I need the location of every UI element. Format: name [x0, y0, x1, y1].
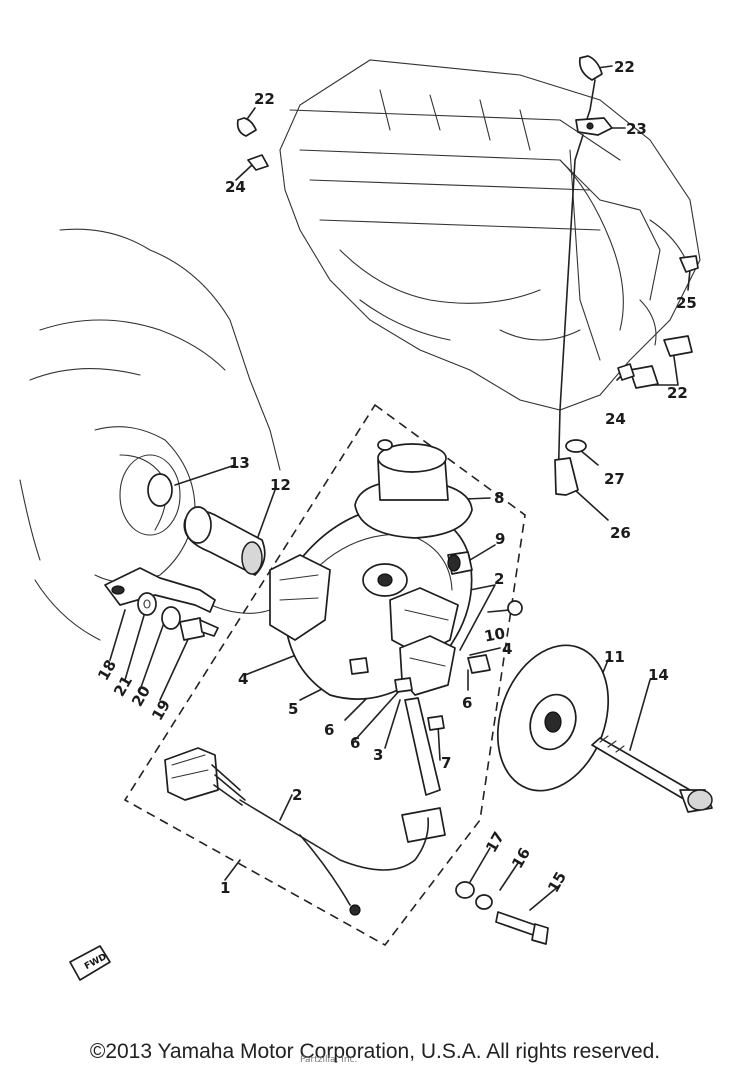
callout-13: 13 [229, 454, 250, 472]
callout-24: 24 [225, 178, 246, 196]
callout-12: 12 [270, 476, 291, 494]
callout-19: 19 [148, 697, 174, 724]
callout-14: 14 [648, 666, 669, 684]
callout-17: 17 [482, 829, 508, 856]
callout-24: 24 [605, 410, 626, 428]
governor-8 [354, 439, 473, 539]
shaft-collar-12 [183, 506, 266, 576]
fwd-arrow-badge: FWD [69, 945, 111, 981]
callout-8: 8 [494, 489, 504, 507]
bracket-26 [554, 457, 579, 496]
bolt-14 [591, 735, 713, 813]
callout-23: 23 [626, 120, 647, 138]
callout-6: 6 [462, 694, 472, 712]
cam-13 [147, 473, 173, 507]
washer-17 [455, 881, 475, 899]
callout-2: 2 [292, 786, 302, 804]
callout-7: 7 [441, 754, 451, 772]
clamp-24-left [247, 154, 269, 171]
callout-4: 4 [238, 670, 248, 688]
engine-block-outline [279, 59, 701, 411]
clamp-23 [575, 117, 613, 136]
assembly-boundary [123, 403, 526, 947]
screws-4-6 [349, 654, 491, 731]
clamp-22-left [236, 117, 257, 137]
bracket-18 [104, 567, 216, 613]
pulser-coil-left [269, 554, 331, 641]
callout-22: 22 [254, 90, 275, 108]
callout-6: 6 [324, 721, 334, 739]
callout-2: 2 [494, 570, 504, 588]
washer-16 [475, 894, 493, 910]
callout-11: 11 [604, 648, 625, 666]
callout-26: 26 [610, 524, 631, 542]
callout-9: 9 [495, 530, 505, 548]
clamp-24-right [617, 363, 635, 381]
clamp-22-top [578, 55, 603, 81]
washer-21 [137, 592, 157, 616]
callout-10: 10 [483, 624, 507, 645]
callout-22: 22 [614, 58, 635, 76]
watermark-text: Partzilla, Inc. [300, 1055, 358, 1065]
screw-10 [507, 600, 523, 616]
callout-27: 27 [604, 470, 625, 488]
copyright-notice: ©2013 Yamaha Motor Corporation, U.S.A. A… [89, 1040, 661, 1063]
callout-3: 3 [373, 746, 383, 764]
callout-25: 25 [676, 294, 697, 312]
wire-harness [164, 747, 430, 916]
callout-5: 5 [288, 700, 298, 718]
bolt-15 [495, 911, 549, 945]
exploded-parts-diagram: FWD 22 23 22 24 25 24 22 27 26 13 12 8 9… [19, 55, 713, 981]
clamp-25 [679, 255, 699, 273]
rotor-11 [496, 644, 610, 792]
lead-wire-3 [401, 697, 446, 843]
clamp-22-right [629, 335, 693, 389]
washer-20 [161, 606, 181, 630]
washer-27 [565, 439, 587, 453]
callout-4: 4 [502, 640, 512, 658]
callout-16: 16 [508, 845, 534, 872]
bolt-19 [179, 617, 219, 641]
screw-9 [447, 551, 473, 575]
callout-6: 6 [350, 734, 360, 752]
callout-1: 1 [220, 879, 230, 897]
callout-22: 22 [667, 384, 688, 402]
callout-15: 15 [544, 869, 570, 896]
